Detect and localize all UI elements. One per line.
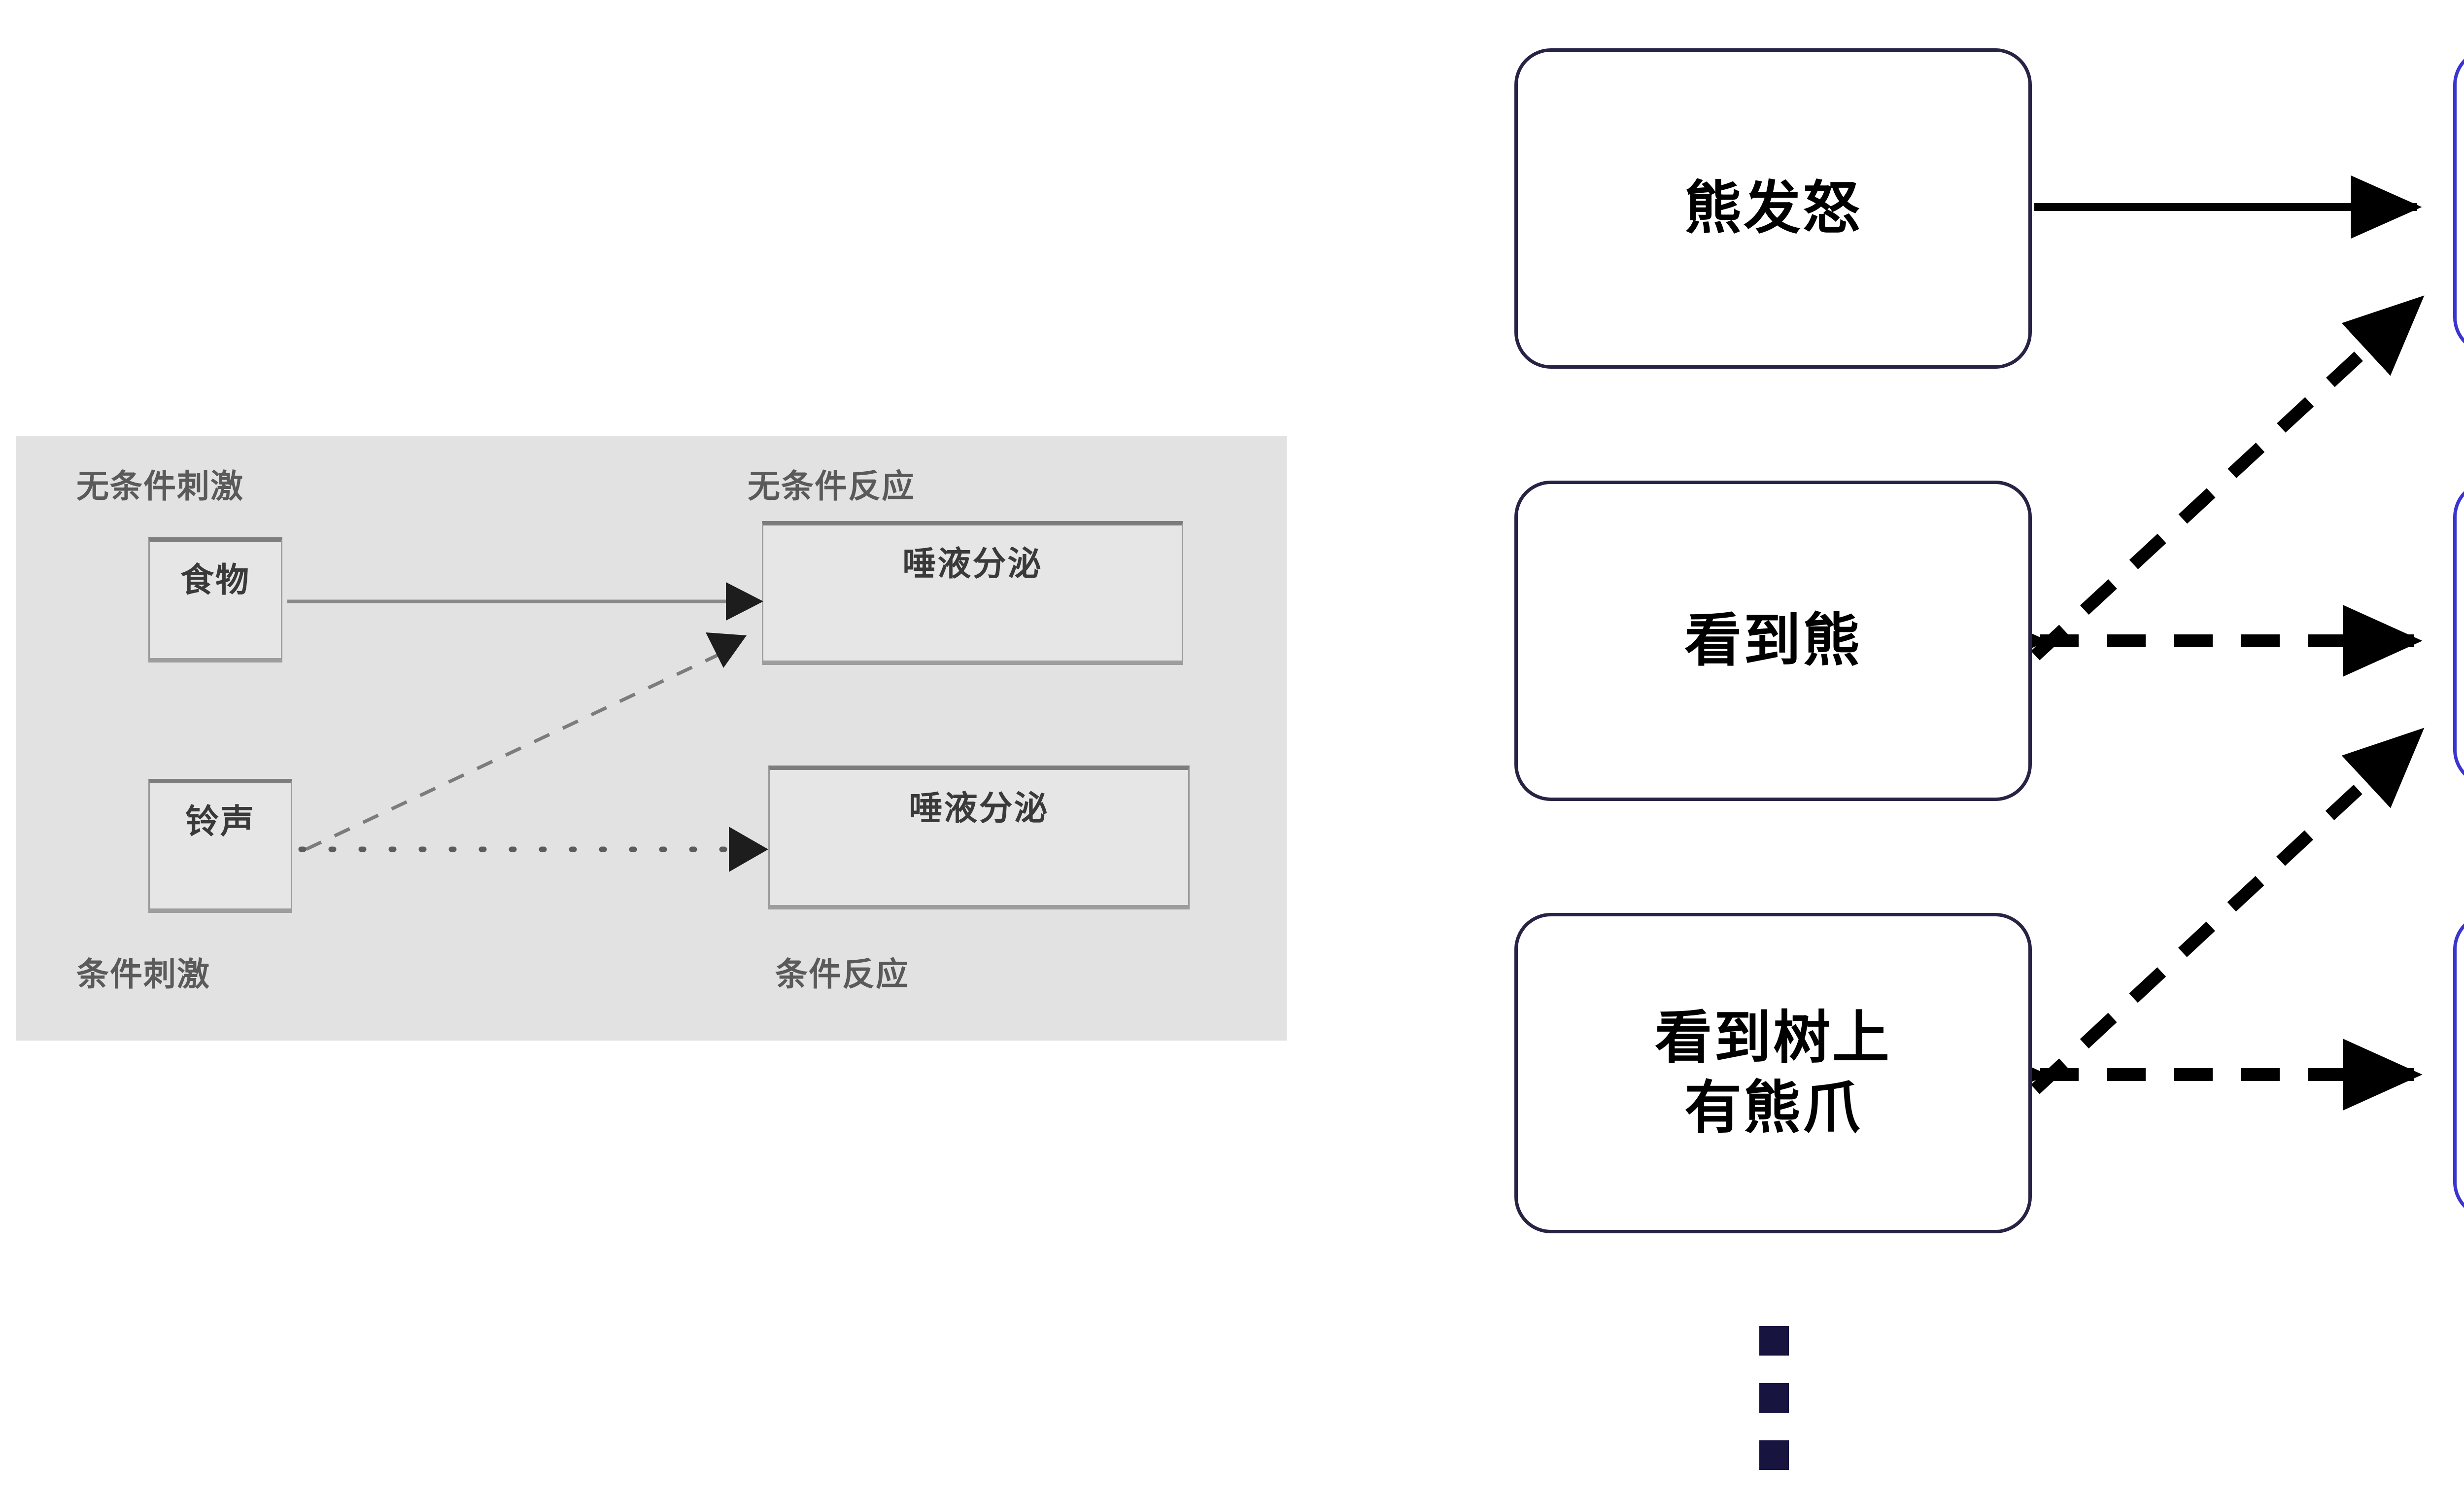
edge-bear-claw-to-v-sprime [2031,728,2425,1094]
caption-conditioned-stimulus: 条件刺激 [76,955,210,993]
caption-unconditioned-response: 无条件反应 [748,467,915,505]
node-bear-angry-label: 熊发怒 [1684,175,1862,242]
arrow-bell-to-salivation-bottom [298,827,768,872]
pavlov-box-salivation-top-label: 唾液分泌 [902,545,1043,584]
ellipsis-dot [1759,1383,1789,1413]
pavlov-box-salivation-top: 唾液分泌 [762,521,1183,665]
pavlov-box-food: 食物 [148,537,282,662]
ellipsis-left-column [1759,1326,1789,1470]
pavlov-box-bell: 铃声 [148,779,292,913]
arrow-bell-to-salivation-top [305,632,747,851]
node-see-bear[interactable]: 看到熊 [1514,481,2032,801]
node-reward[interactable]: 奖励 [2453,48,2464,354]
edge-see-bear-to-reward [2031,295,2425,661]
node-see-bear-label: 看到熊 [1684,607,1862,674]
pavlov-arrow-layer [287,582,768,872]
node-bear-angry[interactable]: 熊发怒 [1514,48,2032,369]
node-bear-claw-label: 看到树上 有熊爪 [1655,1005,1891,1141]
pavlov-box-salivation-bottom: 唾液分泌 [768,766,1190,909]
node-value-s[interactable]: V(s) [2453,913,2464,1219]
arrow-food-to-salivation [287,582,763,621]
node-value-s-prime[interactable]: V(s′) [2453,481,2464,786]
ellipsis-dot [1759,1326,1789,1356]
caption-unconditioned-stimulus: 无条件刺激 [76,467,244,505]
pavlov-box-salivation-bottom-label: 唾液分泌 [909,789,1049,828]
node-bear-claw[interactable]: 看到树上 有熊爪 [1514,913,2032,1233]
pavlov-box-food-label: 食物 [180,561,250,600]
pavlov-box-bell-label: 铃声 [185,802,255,841]
caption-conditioned-response: 条件反应 [775,955,909,993]
classical-conditioning-panel: 无条件刺激 无条件反应 条件刺激 条件反应 食物 铃声 唾液分泌 唾液分泌 [16,436,1287,1041]
ellipsis-dot [1759,1440,1789,1470]
